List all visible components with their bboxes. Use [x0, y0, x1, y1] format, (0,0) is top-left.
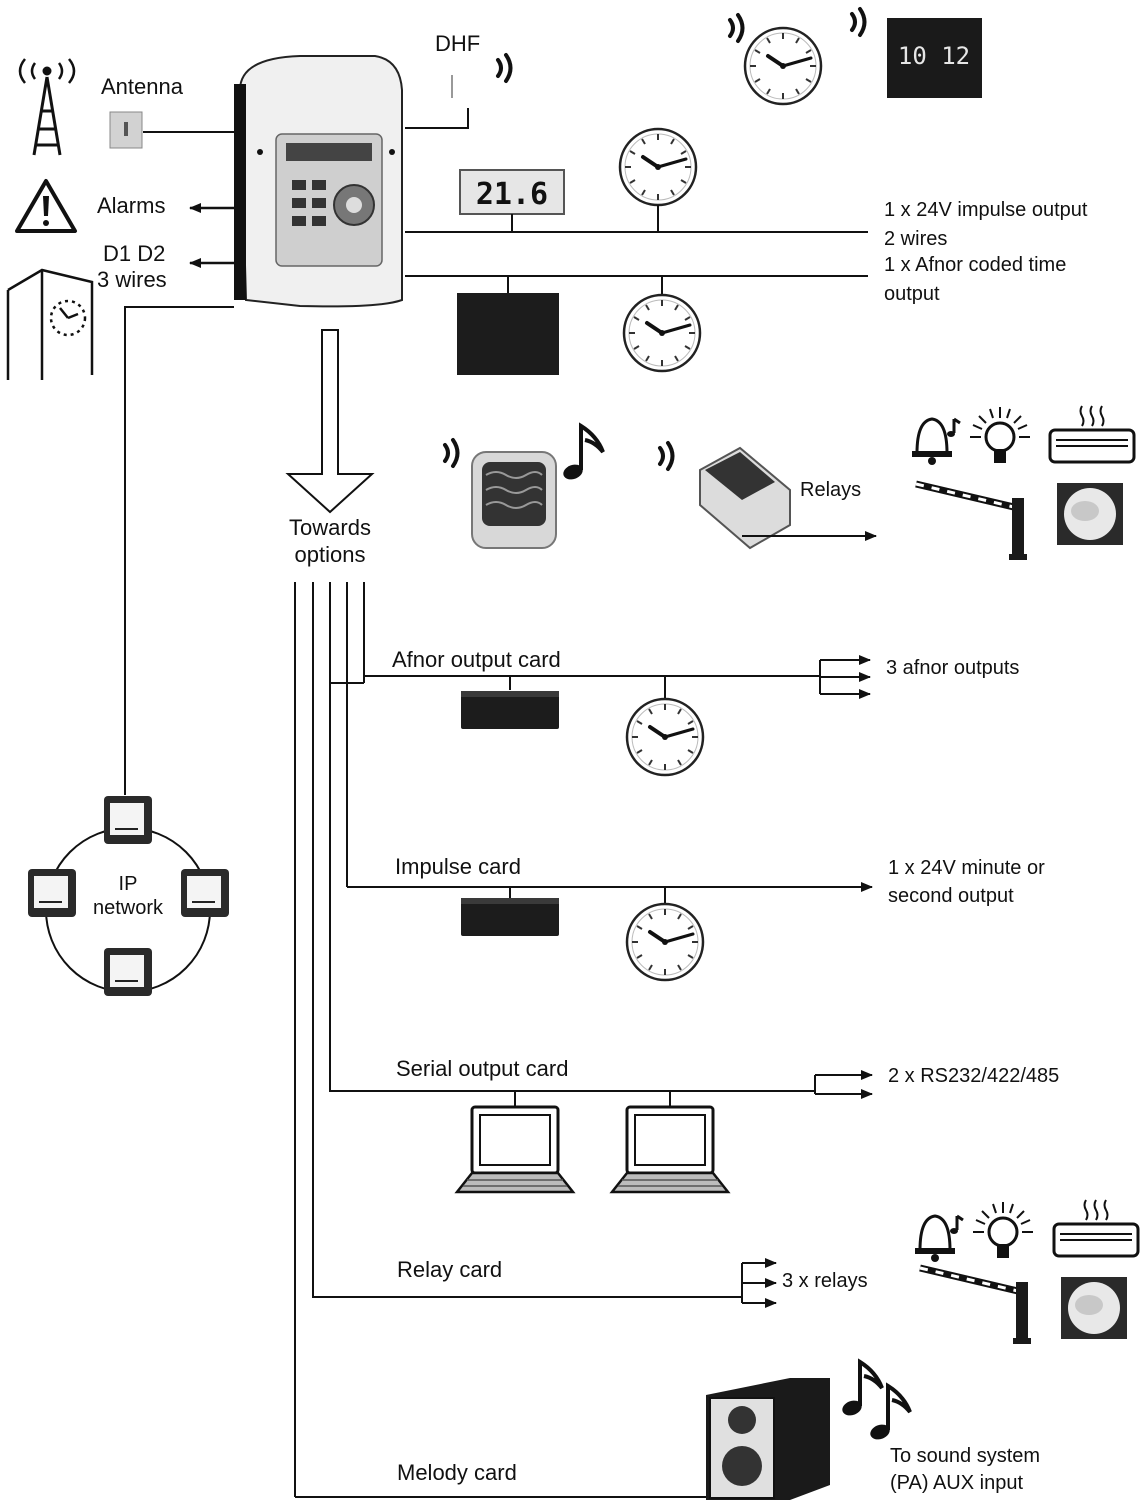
alarms-label: Alarms: [97, 193, 166, 218]
ip-node-icon: [27, 868, 77, 918]
ip-node-icon: [103, 947, 153, 997]
music-note-icon: [559, 424, 605, 484]
music-note-icon: [866, 1384, 912, 1444]
wave-icon: [658, 441, 675, 471]
relay-outputs-label: 3 x relays: [782, 1270, 868, 1292]
analog-clock-icon: [625, 697, 705, 777]
afnor-outputs-label: 3 afnor outputs: [886, 657, 1020, 679]
antenna-label: Antenna: [101, 74, 183, 99]
laptop-icon: [455, 1105, 575, 1194]
wave-icon: [443, 438, 460, 468]
serial-outputs-label: 2 x RS232/422/485: [888, 1065, 1060, 1087]
lamp-icon: [971, 1200, 1035, 1260]
d1d2-label: D1 D2: [103, 241, 166, 266]
receiver-box-icon: [405, 75, 469, 129]
analog-clock-icon: [622, 293, 702, 373]
master-clock-icon: [234, 55, 403, 308]
digital-clock-icon: 10 12: [887, 18, 982, 98]
card-icon: [461, 898, 559, 936]
wave-icon: [728, 13, 745, 43]
ip-label: IP: [118, 873, 138, 895]
barrier-icon: [920, 1268, 1031, 1344]
relay-module-icon: [699, 446, 791, 550]
towards-options-arrow: [285, 329, 375, 514]
afnor-receiver-icon: [457, 293, 559, 375]
network-label: network: [92, 897, 164, 919]
relays-label: Relays: [800, 479, 862, 501]
hifi-speaker-icon: [706, 1378, 830, 1500]
svg-text:10 12: 10 12: [898, 42, 970, 70]
svg-text:21.6: 21.6: [476, 177, 548, 212]
relay-card-label: Relay card: [397, 1257, 503, 1282]
afnor-time-label: 1 x Afnor coded time: [884, 254, 1067, 276]
ip-node-icon: [180, 868, 230, 918]
globe-lamp-icon: [1057, 483, 1123, 545]
display-icon: 21.6: [459, 169, 565, 232]
options-label: options: [294, 542, 366, 567]
analog-clock-icon: [618, 127, 698, 207]
laptop-icon: [610, 1105, 730, 1194]
lamp-icon: [968, 405, 1032, 465]
bell-icon: [913, 1214, 965, 1264]
music-note-icon: [838, 1360, 884, 1420]
ip-node-icon: [103, 795, 153, 845]
warning-icon: [15, 179, 77, 233]
antenna-tower-icon: [18, 58, 76, 156]
bell-icon: [910, 417, 962, 467]
dhf-label: DHF: [435, 31, 481, 56]
aux-input-label: (PA) AUX input: [890, 1472, 1024, 1494]
afnor-time-output-label: output: [884, 283, 940, 305]
impulse-out-label: 1 x 24V minute or: [888, 857, 1045, 879]
afnor-card-label: Afnor output card: [392, 647, 561, 672]
impulse-card-label: Impulse card: [395, 854, 521, 879]
antenna-box-icon: [109, 111, 143, 149]
d1d2-wires-label: 3 wires: [97, 267, 167, 292]
analog-clock-icon: [625, 902, 705, 982]
impulse-output-label: 1 x 24V impulse output: [884, 199, 1088, 221]
wave-icon: [850, 7, 867, 37]
heater-icon: [1052, 1198, 1140, 1258]
impulse-wires-label: 2 wires: [884, 228, 948, 250]
church-clock-icon: [6, 268, 94, 380]
impulse-second-label: second output: [888, 885, 1014, 907]
sound-system-label: To sound system: [890, 1445, 1041, 1467]
towards-label: Towards: [289, 515, 371, 540]
serial-card-label: Serial output card: [396, 1056, 569, 1081]
melody-card-label: Melody card: [397, 1460, 517, 1485]
speaker-icon: [471, 451, 557, 549]
wave-icon: [496, 53, 513, 83]
globe-lamp-icon: [1061, 1277, 1127, 1339]
heater-icon: [1048, 404, 1136, 464]
analog-clock-icon: [743, 26, 823, 106]
card-icon: [461, 691, 559, 729]
barrier-icon: [916, 484, 1027, 560]
